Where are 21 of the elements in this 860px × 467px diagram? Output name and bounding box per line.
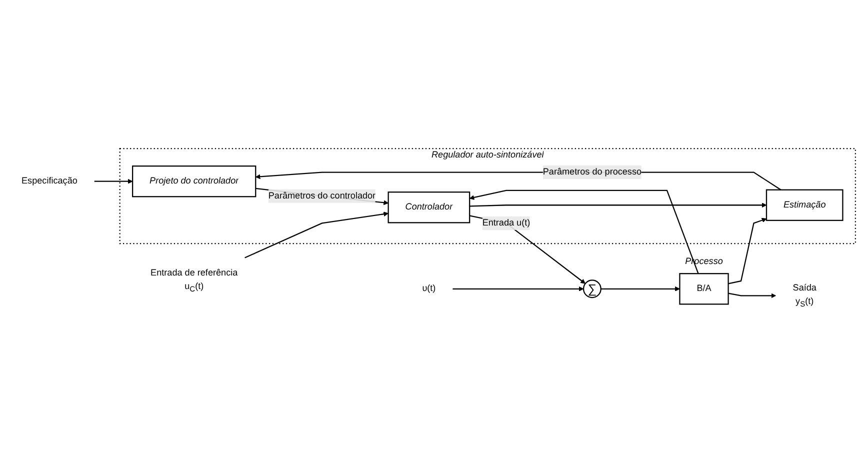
node-box: B/A [679, 273, 729, 305]
node-box: Projeto do controlador [132, 166, 256, 198]
arrow [470, 202, 767, 208]
node-text: υ(t) [422, 284, 436, 294]
arrow [469, 215, 586, 284]
arrow [728, 292, 776, 298]
edge-label: Parâmetros do processo [542, 167, 642, 177]
arrow [469, 190, 699, 274]
arrow [94, 178, 133, 184]
node-text: Entrada de referência u$_{C}$(t) [150, 268, 238, 293]
node-text: Saída y$_{S}$(t) [792, 283, 816, 308]
node-circle: ∑ [582, 280, 602, 298]
node-box: Estimação [766, 189, 844, 222]
arrow [452, 286, 584, 292]
arrow [244, 212, 389, 258]
edge-label: Parâmetros do controlador [268, 191, 376, 201]
node-box: Controlador [388, 192, 470, 224]
node-text: Especificação [22, 176, 78, 186]
edge-label: Entrada u(t) [482, 218, 530, 228]
arrow [600, 286, 680, 292]
arrow [728, 218, 767, 284]
